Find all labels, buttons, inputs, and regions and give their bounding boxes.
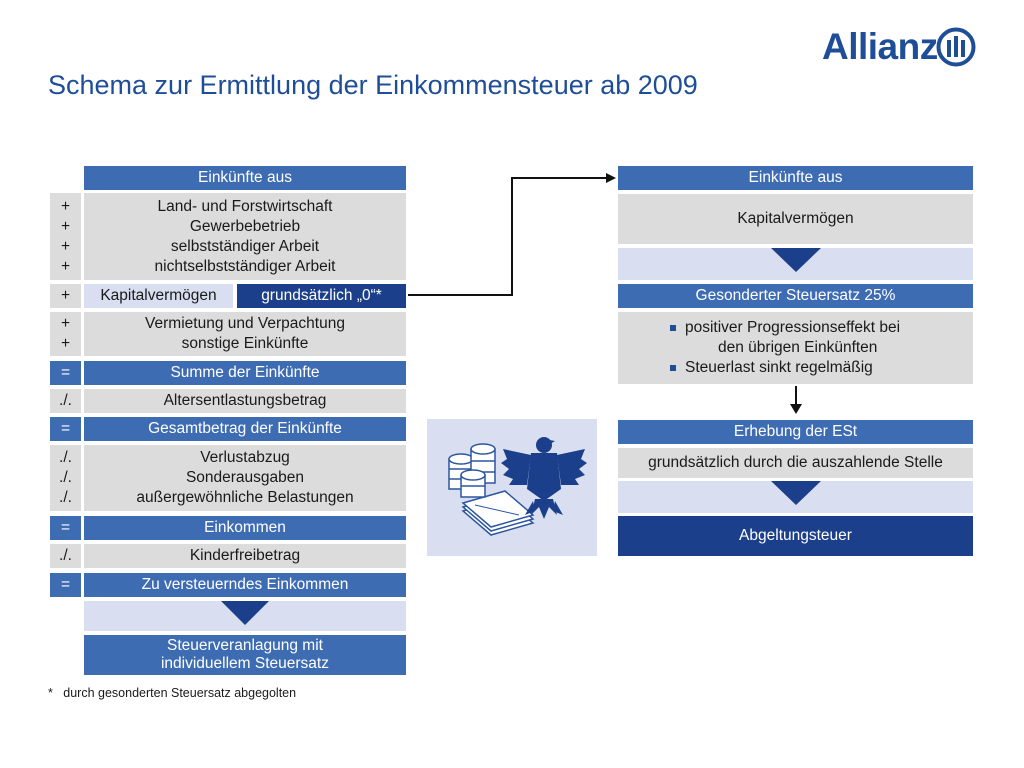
kapital-operator: + bbox=[50, 284, 81, 308]
bullet-square-icon bbox=[670, 325, 676, 331]
footnote: * durch gesonderten Steuersatz abgegolte… bbox=[48, 686, 297, 700]
allianz-eagle-icon bbox=[936, 27, 976, 67]
left-header: Einkünfte aus bbox=[84, 166, 406, 190]
deduction: Sonderausgaben bbox=[185, 469, 305, 486]
deduction: Verlustabzug bbox=[200, 449, 290, 466]
block2-operators: + + bbox=[50, 312, 81, 356]
effect-item: Steuerlast sinkt regelmäßig bbox=[670, 358, 973, 378]
operator: + bbox=[60, 237, 71, 255]
summe-operator: = bbox=[50, 361, 81, 385]
down-arrow-icon bbox=[771, 248, 821, 272]
down-arrow-icon bbox=[771, 481, 821, 505]
kapital-label: Kapitalvermögen bbox=[84, 284, 233, 308]
steuerveranlagung-line: Steuerveranlagung mit bbox=[167, 637, 323, 654]
summe-einkuenfte: Summe der Einkünfte bbox=[84, 361, 406, 385]
einkommen-operator: = bbox=[50, 516, 81, 540]
altersentlastungsbetrag: Altersentlastungsbetrag bbox=[84, 389, 406, 413]
right-arrow-row-2 bbox=[618, 481, 973, 513]
operator: ./. bbox=[59, 449, 72, 466]
operator: ./. bbox=[59, 489, 72, 506]
operator: + bbox=[60, 335, 71, 352]
down-arrow-icon bbox=[221, 601, 269, 625]
gesamt-operator: = bbox=[50, 417, 81, 441]
gesamtbetrag: Gesamtbetrag der Einkünfte bbox=[84, 417, 406, 441]
right-header: Einkünfte aus bbox=[618, 166, 973, 190]
zve-operator: = bbox=[50, 573, 81, 597]
banknotes-icon bbox=[461, 490, 535, 536]
page-title: Schema zur Ermittlung der Einkommensteue… bbox=[48, 70, 698, 100]
einkommen: Einkommen bbox=[84, 516, 406, 540]
operator: ./. bbox=[59, 469, 72, 486]
income-type: Vermietung und Verpachtung bbox=[145, 315, 345, 332]
tax-illustration bbox=[427, 419, 597, 556]
income-type: Land- und Forstwirtschaft bbox=[157, 197, 333, 215]
kinder-operator: ./. bbox=[50, 544, 81, 568]
small-down-arrow-icon bbox=[790, 386, 802, 414]
right-arrow-row-1 bbox=[618, 248, 973, 280]
erhebung-est: Erhebung der ESt bbox=[618, 420, 973, 444]
operator: + bbox=[60, 257, 71, 275]
erhebung-text: grundsätzlich durch die auszahlende Stel… bbox=[618, 448, 973, 478]
steuerveranlagung-line: individuellem Steuersatz bbox=[160, 655, 329, 672]
rental-other-box: Vermietung und Verpachtung sonstige Eink… bbox=[84, 312, 406, 356]
connector-arrow bbox=[408, 173, 616, 296]
block1-operators: + + + + bbox=[50, 193, 81, 280]
operator: + bbox=[60, 197, 71, 215]
alters-operator: ./. bbox=[50, 389, 81, 413]
effects-list: positiver Progressionseffekt bei den übr… bbox=[618, 318, 973, 378]
coin-stacks-icon bbox=[448, 443, 496, 498]
abgeltungsteuer: Abgeltungsteuer bbox=[618, 516, 973, 556]
income-type: selbstständiger Arbeit bbox=[170, 237, 320, 255]
block3-operators: ./. ./. ./. bbox=[50, 445, 81, 511]
effects-box: positiver Progressionseffekt bei den übr… bbox=[618, 312, 973, 384]
operator: + bbox=[60, 315, 71, 332]
kapital-note: grundsätzlich „0“* bbox=[237, 284, 406, 308]
effect-item-cont: den übrigen Einkünften bbox=[718, 339, 878, 356]
deduction: außergewöhnliche Belastungen bbox=[136, 489, 354, 506]
income-types-box: Land- und Forstwirtschaft Gewerbebetrieb… bbox=[84, 193, 406, 280]
income-type: sonstige Einkünfte bbox=[181, 335, 309, 352]
income-type: nichtselbstständiger Arbeit bbox=[154, 257, 336, 275]
right-kapital: Kapitalvermögen bbox=[618, 194, 973, 244]
operator: + bbox=[60, 217, 71, 235]
zu-versteuerndes-einkommen: Zu versteuerndes Einkommen bbox=[84, 573, 406, 597]
deductions-box: Verlustabzug Sonderausgaben außergewöhnl… bbox=[84, 445, 406, 511]
kinderfreibetrag: Kinderfreibetrag bbox=[84, 544, 406, 568]
steuerveranlagung: Steuerveranlagung mit individuellem Steu… bbox=[84, 635, 406, 675]
effect-item: positiver Progressionseffekt bei bbox=[670, 318, 973, 338]
income-type: Gewerbebetrieb bbox=[189, 217, 301, 235]
left-arrow-row bbox=[84, 601, 406, 631]
allianz-logo-text: Allianz bbox=[822, 26, 938, 67]
gesonderter-steuersatz: Gesonderter Steuersatz 25% bbox=[618, 284, 973, 308]
bullet-square-icon bbox=[670, 365, 676, 371]
federal-eagle-icon bbox=[501, 437, 587, 519]
